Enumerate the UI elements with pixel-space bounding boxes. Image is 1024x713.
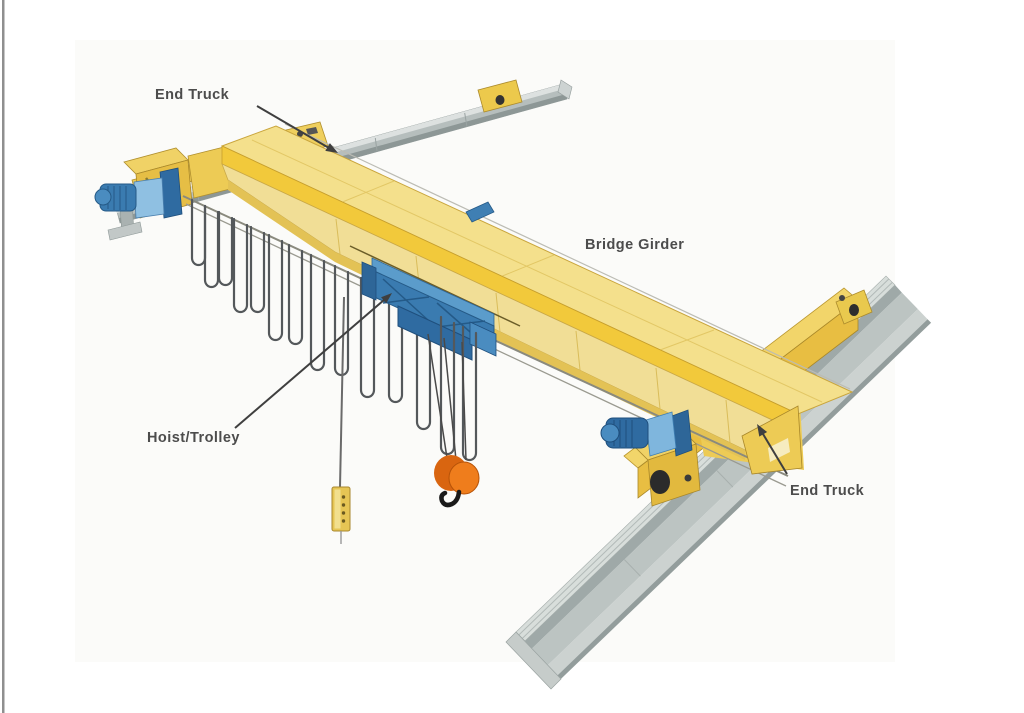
leader-line <box>759 428 788 475</box>
rail-end-cap-near <box>505 631 562 690</box>
label-hoist-trolley: Hoist/Trolley <box>147 293 392 446</box>
label-end-truck-top: End Truck <box>155 87 338 153</box>
hoist-trolley-label: Hoist/Trolley <box>147 430 240 446</box>
girder-end-connection <box>741 405 803 475</box>
arrowhead <box>381 293 392 304</box>
bridge-girder <box>182 123 854 487</box>
label-bridge-girder: Bridge Girder <box>585 237 684 253</box>
hook <box>439 489 462 508</box>
arrowhead <box>325 143 338 153</box>
festoon-clamp <box>465 201 495 223</box>
right-end-truck-front <box>635 289 873 507</box>
end-truck-top-label: End Truck <box>155 87 230 103</box>
truck-wheel <box>650 470 670 494</box>
left-edge-line <box>2 0 5 713</box>
end-truck-right-label: End Truck <box>790 483 865 499</box>
hook-block <box>434 455 480 508</box>
pendant-control <box>331 296 351 544</box>
leader-line <box>234 299 385 429</box>
festoon-cables <box>190 198 432 431</box>
festoon-cables-front <box>439 315 478 462</box>
label-end-truck-right: End Truck <box>757 424 865 499</box>
pendant-cable <box>339 296 345 488</box>
leader-line <box>256 105 330 149</box>
drive-motor-right <box>600 409 693 457</box>
hook-sheave <box>448 461 480 495</box>
bridge-girder-label: Bridge Girder <box>585 237 684 253</box>
handrail-line <box>284 123 851 390</box>
hoist-ropes <box>427 333 467 461</box>
drive-motor-left <box>94 167 183 219</box>
rail-end-cap-far <box>557 79 573 100</box>
arrowhead <box>757 424 768 437</box>
